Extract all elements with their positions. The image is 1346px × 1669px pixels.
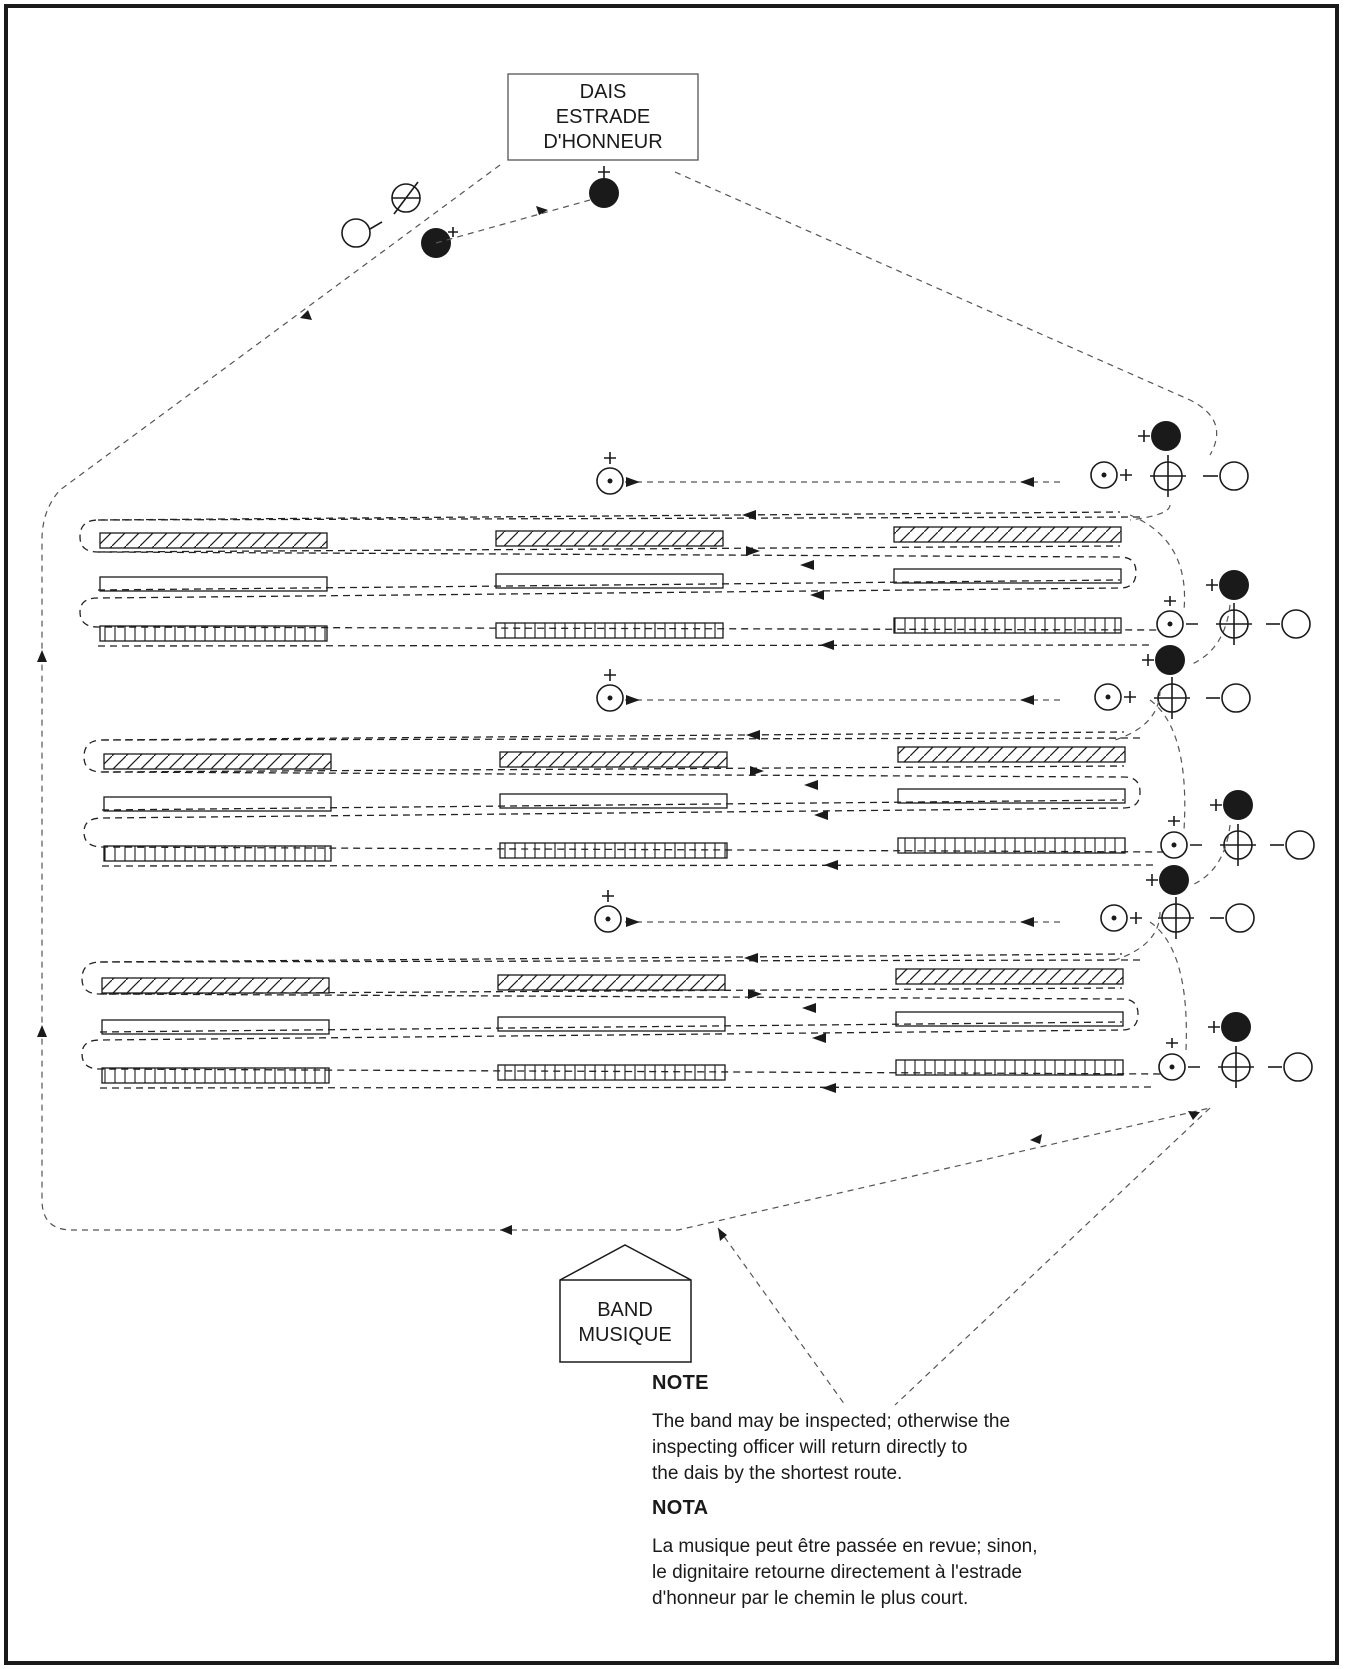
- rear-rank-bar: [499, 842, 728, 859]
- front-rank-bar: [495, 530, 724, 547]
- platoon-3: [81, 917, 1163, 1093]
- dais-label-line2: ESTRADE: [556, 106, 650, 128]
- front-rank-bar: [893, 526, 1122, 543]
- inspecting-officer-symbol: [589, 178, 619, 208]
- nota-line: La musique peut être passée en revue; si…: [652, 1536, 1038, 1557]
- front-rank-bar: [499, 751, 728, 768]
- rear-rank-bar: [495, 622, 724, 639]
- rear-rank-bar: [99, 625, 328, 642]
- nota-heading: NOTA: [652, 1497, 709, 1519]
- rear-rank-bar: [895, 1059, 1124, 1076]
- front-rank-bar: [103, 753, 332, 770]
- nota-line: le dignitaire retourne directement à l'e…: [652, 1562, 1023, 1583]
- front-rank-bar: [101, 977, 330, 994]
- rear-rank-bar: [101, 1067, 330, 1084]
- aide-symbol: [341, 218, 371, 248]
- band-box: BAND MUSIQUE: [559, 1244, 692, 1363]
- band-label-line2: MUSIQUE: [578, 1324, 671, 1346]
- centre-rank-bar: [897, 788, 1126, 804]
- centre-rank-bar: [497, 1016, 726, 1032]
- rear-rank-bar: [103, 845, 332, 862]
- note-line: the dais by the shortest route.: [652, 1463, 903, 1484]
- platoon-2: [83, 695, 1165, 870]
- band-label-line1: BAND: [597, 1299, 653, 1321]
- note-line: inspecting officer will return directly …: [652, 1437, 968, 1458]
- rear-rank-bar: [497, 1064, 726, 1081]
- rear-rank-bar: [893, 617, 1122, 634]
- front-rank-bar: [895, 968, 1124, 985]
- note-heading: NOTE: [652, 1372, 709, 1394]
- front-rank-bar: [497, 974, 726, 991]
- dais-box: DAIS ESTRADE D'HONNEUR: [507, 73, 699, 161]
- note-line: The band may be inspected; otherwise the: [652, 1411, 1011, 1432]
- dais-label-line1: DAIS: [580, 81, 627, 103]
- rear-rank-bar: [897, 837, 1126, 854]
- page-border: [4, 4, 1339, 1665]
- centre-rank-bar: [893, 568, 1122, 584]
- main-route: [37, 164, 1218, 1406]
- dais-label-line3: D'HONNEUR: [543, 131, 662, 153]
- platoon-1: [79, 477, 1161, 650]
- notes-section: NOTE The band may be inspected; otherwis…: [652, 1372, 1212, 1612]
- centre-rank-bar: [99, 576, 328, 592]
- dais-party-symbols: [341, 166, 619, 258]
- centre-rank-bar: [103, 796, 332, 812]
- officer-clusters: [594, 421, 1315, 1088]
- front-rank-bar: [897, 746, 1126, 763]
- nota-line: d'honneur par le chemin le plus court.: [652, 1588, 969, 1609]
- front-rank-bar: [99, 532, 328, 549]
